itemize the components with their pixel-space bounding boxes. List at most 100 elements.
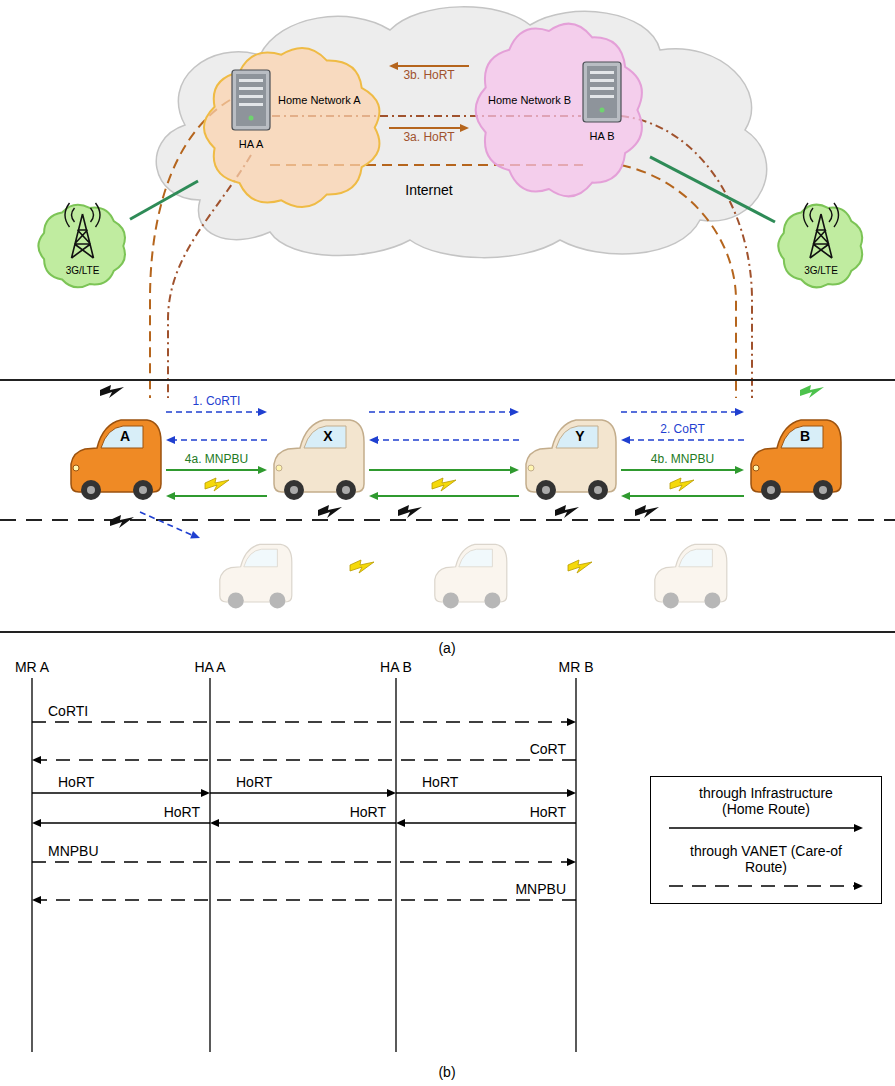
edge-label: MNPBU bbox=[515, 881, 566, 897]
edge-label: HoRT bbox=[164, 804, 200, 820]
car-hub bbox=[342, 486, 350, 494]
arrow-head bbox=[735, 466, 744, 474]
car-wheel bbox=[484, 592, 500, 608]
car-hub bbox=[594, 486, 602, 494]
vehicle: Y bbox=[520, 402, 620, 502]
legend-text: through Infrastructure (Home Route) bbox=[681, 785, 851, 817]
wireless-bolt bbox=[350, 560, 374, 573]
car-wheel bbox=[269, 592, 285, 608]
arrow-head bbox=[166, 436, 175, 444]
connector bbox=[32, 718, 576, 726]
connector-line bbox=[41, 899, 576, 900]
cloud-shape bbox=[470, 15, 650, 205]
connector bbox=[369, 492, 519, 500]
car-window bbox=[679, 549, 713, 567]
car-window bbox=[556, 426, 598, 448]
node-label: MR A bbox=[15, 659, 49, 675]
car-window bbox=[101, 426, 143, 448]
connector-line bbox=[630, 439, 744, 441]
edge-label: 4b. MNPBU bbox=[651, 453, 714, 467]
node-label: 3G/LTE bbox=[804, 265, 838, 277]
cloud-shape bbox=[198, 40, 388, 215]
edge-label: CoRT bbox=[530, 741, 566, 757]
lifeline-head: HA A bbox=[191, 658, 228, 676]
arrow-head bbox=[166, 492, 175, 500]
lane-divider bbox=[0, 519, 895, 521]
node-label: 3G/LTE bbox=[66, 265, 100, 277]
car-wheel bbox=[81, 480, 101, 500]
car-shape bbox=[520, 402, 620, 502]
car-wheel bbox=[443, 592, 459, 608]
node-label: B bbox=[800, 428, 810, 444]
lifeline bbox=[575, 678, 576, 1052]
lifeline bbox=[209, 678, 210, 1052]
wireless-bolt bbox=[555, 505, 579, 518]
faded-car bbox=[655, 544, 727, 608]
wireless-bolt bbox=[670, 478, 694, 491]
connector-line bbox=[130, 181, 198, 219]
car-shape bbox=[65, 402, 165, 502]
connector-line bbox=[405, 822, 576, 823]
connector bbox=[369, 436, 519, 444]
arrow-head bbox=[201, 789, 210, 797]
node-label: Home Network B bbox=[488, 94, 571, 107]
car-shape bbox=[745, 402, 845, 502]
wireless-bolt bbox=[110, 515, 134, 528]
edge-label: HoRT bbox=[530, 804, 566, 820]
wireless-bolt bbox=[100, 385, 124, 398]
server-slot bbox=[590, 87, 614, 90]
wireless-bolt bbox=[568, 560, 592, 573]
server-slot bbox=[590, 79, 614, 82]
edge-label: 3b. HoRT bbox=[403, 69, 454, 83]
connector bbox=[650, 157, 775, 222]
connector bbox=[166, 408, 267, 416]
car-hub bbox=[139, 486, 147, 494]
car-wheel bbox=[588, 480, 608, 500]
server-slot bbox=[239, 79, 263, 82]
node-label: Y bbox=[575, 428, 584, 444]
home-network-cloud: Home Network B HA B bbox=[470, 15, 650, 205]
cloud-name: Internet bbox=[405, 182, 452, 198]
node-label: HA B bbox=[589, 130, 614, 143]
node-label: A bbox=[120, 428, 130, 444]
server-slot bbox=[239, 103, 263, 106]
lifelines bbox=[32, 678, 576, 1052]
connector-line bbox=[378, 495, 519, 497]
connector bbox=[621, 408, 744, 416]
connector bbox=[621, 466, 744, 474]
connector bbox=[396, 789, 576, 797]
server-slot bbox=[590, 71, 614, 74]
node-label: HA A bbox=[194, 659, 225, 675]
subfigure-caption: (a) bbox=[438, 640, 455, 656]
connector-line bbox=[369, 469, 510, 471]
connector-line bbox=[166, 469, 258, 471]
subfigure-caption: (b) bbox=[438, 1064, 455, 1080]
arrow-head bbox=[32, 896, 41, 904]
edge-label: 4a. MNPBU bbox=[185, 453, 248, 467]
lane-change-arrow bbox=[140, 512, 200, 539]
arrow-head bbox=[32, 756, 41, 764]
server-led bbox=[249, 116, 254, 121]
connector bbox=[32, 858, 576, 866]
connector bbox=[369, 408, 519, 416]
legend-line-sample bbox=[661, 877, 871, 895]
arrow-head bbox=[854, 824, 863, 832]
car-wheel bbox=[663, 592, 679, 608]
legend-box: through Infrastructure (Home Route)throu… bbox=[650, 776, 882, 904]
edge-label: HoRT bbox=[350, 804, 386, 820]
server-panel bbox=[587, 66, 617, 118]
arrow-head bbox=[387, 789, 396, 797]
car-hub bbox=[767, 486, 775, 494]
car-headlight bbox=[753, 465, 759, 471]
car-wheel bbox=[536, 480, 556, 500]
node-label: HA B bbox=[380, 659, 412, 675]
road-edge bbox=[0, 631, 895, 633]
connector bbox=[166, 436, 267, 444]
arrow-head bbox=[567, 789, 576, 797]
car-window bbox=[781, 426, 823, 448]
edge-label: 1. CoRTI bbox=[193, 395, 241, 409]
car-hub bbox=[290, 486, 298, 494]
